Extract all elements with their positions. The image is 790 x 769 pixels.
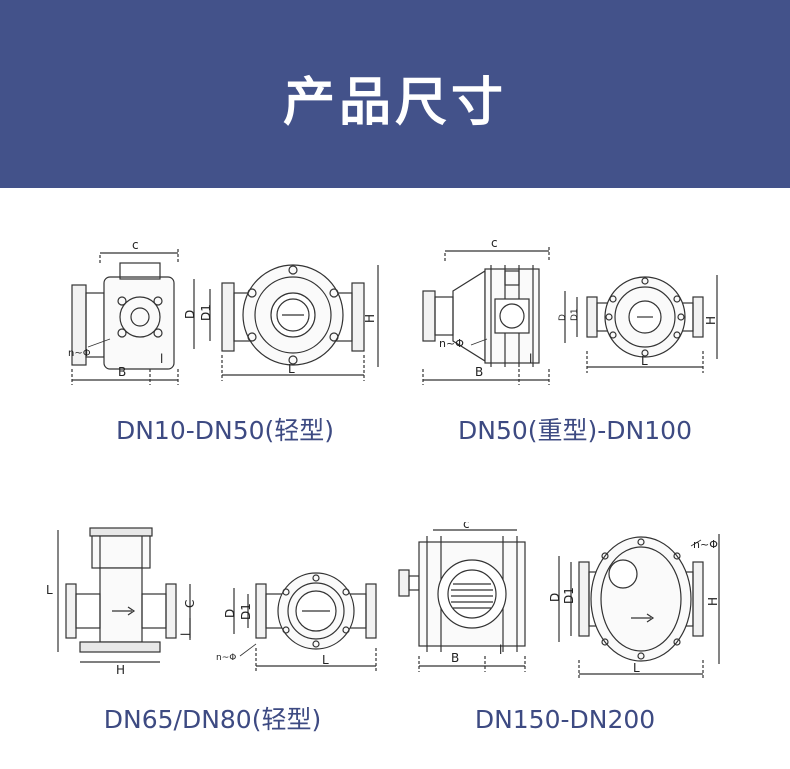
diagram-dn150-dn200: c B l D D1 n~Φ L H [398, 522, 720, 680]
diagram-dn50-dn100: c B l n~Φ D D1 L H [422, 236, 718, 385]
dim-label-c: c [132, 238, 139, 252]
dim-label-L: L [633, 661, 640, 675]
dim-label-L: L [46, 583, 53, 597]
page-title: 产品尺寸 [282, 73, 507, 133]
dim-label-n-phi: n~Φ [68, 348, 91, 359]
dim-label-L: L [641, 354, 648, 368]
dim-label-l: l [160, 352, 163, 366]
front-view [558, 534, 720, 680]
dim-label-D: D [183, 310, 197, 319]
front-view [233, 572, 377, 672]
dim-label-L-2: L [322, 653, 329, 667]
dim-label-l: l [499, 643, 502, 657]
caption-dn10-dn50: DN10-DN50(轻型) [115, 416, 335, 445]
dim-label-n-phi: n~Φ [693, 538, 718, 551]
dim-label-n-phi: n~Φ [216, 653, 236, 663]
side-view [422, 247, 550, 385]
caption-dn150-dn200: DN150-DN200 [474, 705, 656, 734]
header-banner: 产品尺寸 [0, 0, 790, 188]
dim-label-D: D [558, 314, 568, 321]
dim-label-D1: D1 [570, 308, 580, 321]
side-view [57, 527, 191, 663]
side-view [71, 249, 179, 385]
front-view [193, 264, 379, 381]
diagram-dn65-dn80: L C l H D D1 n~Φ L [46, 527, 377, 677]
dim-label-l: l [529, 352, 532, 366]
dim-label-c: c [463, 522, 470, 531]
caption-dn65-dn80: DN65/DN80(轻型) [103, 705, 322, 734]
dim-label-D1: D1 [562, 587, 576, 604]
dim-label-L: L [288, 362, 295, 376]
dim-label-D1: D1 [199, 304, 213, 321]
caption-dn50-dn100: DN50(重型)-DN100 [458, 416, 692, 445]
dim-label-H: H [704, 316, 718, 325]
dim-label-c: c [491, 236, 498, 250]
dim-label-B: B [118, 365, 126, 379]
dim-label-D: D [223, 609, 237, 618]
dim-label-D: D [548, 593, 562, 602]
dim-label-B: B [475, 365, 483, 379]
dim-label-n-phi: n~Φ [439, 337, 464, 350]
front-view [564, 275, 718, 373]
diagram-dn10-dn50: c B l n~Φ D D1 L H [68, 238, 379, 385]
dim-label-D1: D1 [239, 603, 253, 620]
dim-label-H: H [706, 597, 720, 606]
dim-label-l: l [179, 633, 193, 636]
side-view [398, 529, 526, 672]
dim-label-C: C [183, 600, 197, 608]
dim-label-H: H [116, 663, 125, 677]
dim-label-H: H [363, 314, 377, 323]
dim-label-B: B [451, 651, 459, 665]
